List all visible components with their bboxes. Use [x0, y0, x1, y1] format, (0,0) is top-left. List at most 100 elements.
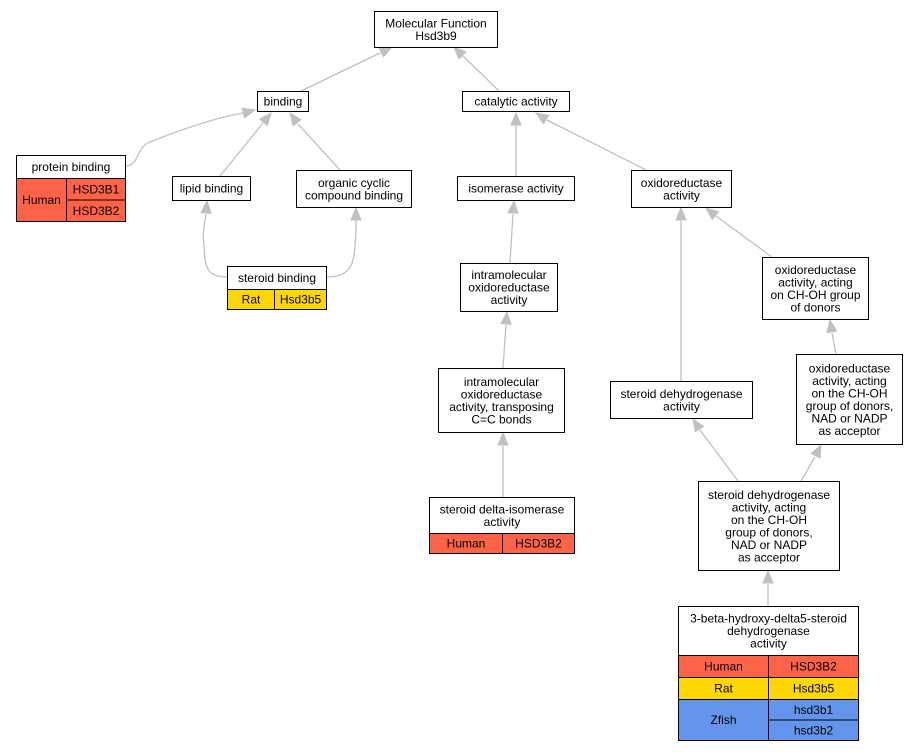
- species-label: Human: [447, 537, 486, 551]
- edge-line: [715, 215, 773, 258]
- node-label: on CH-OH group: [770, 288, 860, 302]
- edge-steroid_binding-to-organic_cyclic: [325, 206, 362, 278]
- edge-protein_binding-to-binding: [124, 107, 257, 167]
- node-label: activity: [750, 637, 787, 651]
- node-label: group of donors,: [725, 525, 812, 539]
- edge-line: [831, 332, 837, 355]
- edge-arrowhead: [289, 111, 303, 127]
- node-label: compound binding: [305, 188, 403, 202]
- gene-label: hsd3b2: [794, 723, 834, 737]
- edge-line: [219, 122, 264, 177]
- edge-isomerase-to-catalytic: [510, 111, 522, 176]
- node-label: activity: [663, 188, 700, 202]
- edge-line: [699, 429, 739, 482]
- node-label: NAD or NADP: [811, 411, 887, 425]
- node-isomerase[interactable]: isomerase activity: [457, 176, 575, 201]
- node-label: as acceptor: [818, 424, 880, 438]
- edge-arrowhead: [453, 46, 467, 60]
- node-box: [610, 381, 753, 419]
- node-box: [374, 11, 498, 48]
- node-label: activity, acting: [778, 275, 852, 289]
- edge-arrowhead: [241, 107, 257, 119]
- gene-cell: [768, 719, 859, 741]
- gene-label: HSD3B2: [790, 660, 837, 674]
- node-box: [296, 170, 412, 208]
- node-label: Hsd3b9: [415, 29, 457, 43]
- gene-label: Hsd3b5: [280, 293, 322, 307]
- node-box: [631, 170, 732, 208]
- node-label: oxidoreductase: [461, 387, 543, 401]
- node-lipid-binding[interactable]: lipid binding: [172, 176, 251, 201]
- species-row-zfish: Zfish hsd3b1 hsd3b2: [678, 699, 859, 741]
- gene-label: HSD3B2: [515, 537, 562, 551]
- species-label: Rat: [242, 293, 261, 307]
- node-label: 3-beta-hydroxy-delta5-steroid: [690, 612, 847, 626]
- edge-arrowhead: [675, 206, 687, 221]
- node-box: [796, 354, 903, 445]
- node-box: [429, 497, 575, 534]
- edge-arrowhead: [510, 111, 522, 126]
- edge-line: [502, 324, 507, 369]
- node-label: dehydrogenase: [727, 624, 810, 638]
- edge-arrowhead: [500, 310, 512, 325]
- node-box: [762, 257, 869, 320]
- species-cell: [678, 699, 769, 741]
- species-row-human: Human HSD3B2: [429, 533, 575, 554]
- node-label: activity: [484, 515, 521, 529]
- node-label: lipid binding: [180, 182, 243, 196]
- node-box: [438, 368, 565, 433]
- edge-steroid_binding-to-lipid_binding: [200, 199, 228, 278]
- edge-organic_cyclic-to-binding: [289, 111, 341, 171]
- node-label: activity, transposing: [449, 400, 554, 414]
- node-label: NAD or NADP: [731, 538, 807, 552]
- edge-arrowhead: [704, 207, 720, 221]
- edge-steroid_delta_iso-to-intramolecular_cc: [497, 431, 509, 497]
- gene-label: hsd3b1: [794, 703, 834, 717]
- species-label: Human: [22, 193, 61, 207]
- gene-label: HSD3B2: [73, 204, 120, 218]
- edge-oxidoreductase-to-catalytic: [534, 112, 647, 171]
- edge-line: [202, 213, 228, 278]
- node-box: [457, 176, 575, 201]
- species-row-rat: Rat Hsd3b5: [227, 289, 327, 310]
- gene-cell: [274, 289, 327, 310]
- node-label: activity: [491, 293, 528, 307]
- node-hsd3b[interactable]: 3-beta-hydroxy-delta5-steroiddehydrogena…: [678, 606, 859, 741]
- node-catalytic[interactable]: catalytic activity: [462, 91, 570, 112]
- node-binding[interactable]: binding: [257, 91, 309, 112]
- node-label: activity: [663, 399, 700, 413]
- species-cell: [16, 178, 67, 222]
- node-label: steroid delta-isomerase: [440, 502, 565, 516]
- edge-arrowhead: [350, 206, 362, 221]
- node-label: as acceptor: [738, 550, 800, 564]
- edge-line: [800, 456, 816, 482]
- edge-line: [300, 52, 381, 92]
- node-label: steroid binding: [238, 271, 316, 285]
- edge-arrowhead: [762, 569, 774, 584]
- edge-arrowhead: [200, 199, 212, 214]
- edge-steroid_dh_choh-to-ox_choh_nad: [800, 443, 822, 482]
- species-label: Zfish: [710, 713, 736, 727]
- edge-arrowhead: [507, 199, 519, 214]
- gene-label: HSD3B1: [73, 182, 120, 196]
- gene-cell: [502, 533, 575, 554]
- node-label: oxidoreductase: [809, 361, 891, 375]
- node-label: binding: [264, 95, 303, 109]
- node-label: oxidoreductase: [775, 263, 857, 277]
